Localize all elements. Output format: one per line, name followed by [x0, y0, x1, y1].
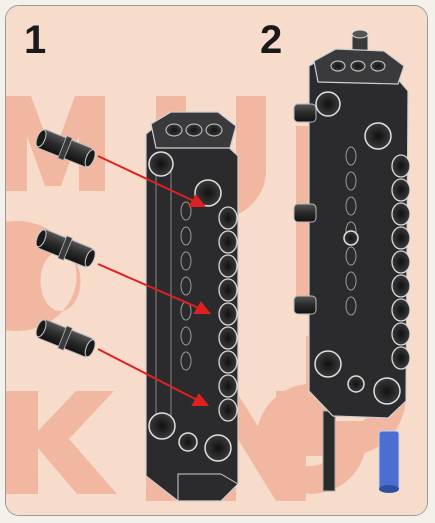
step-number-2: 2: [260, 20, 282, 60]
instruction-panel: 1 2: [5, 5, 428, 516]
step1-liftarm: [146, 112, 238, 501]
step-number-1: 1: [24, 20, 46, 60]
instruction-illustration: [6, 6, 428, 516]
